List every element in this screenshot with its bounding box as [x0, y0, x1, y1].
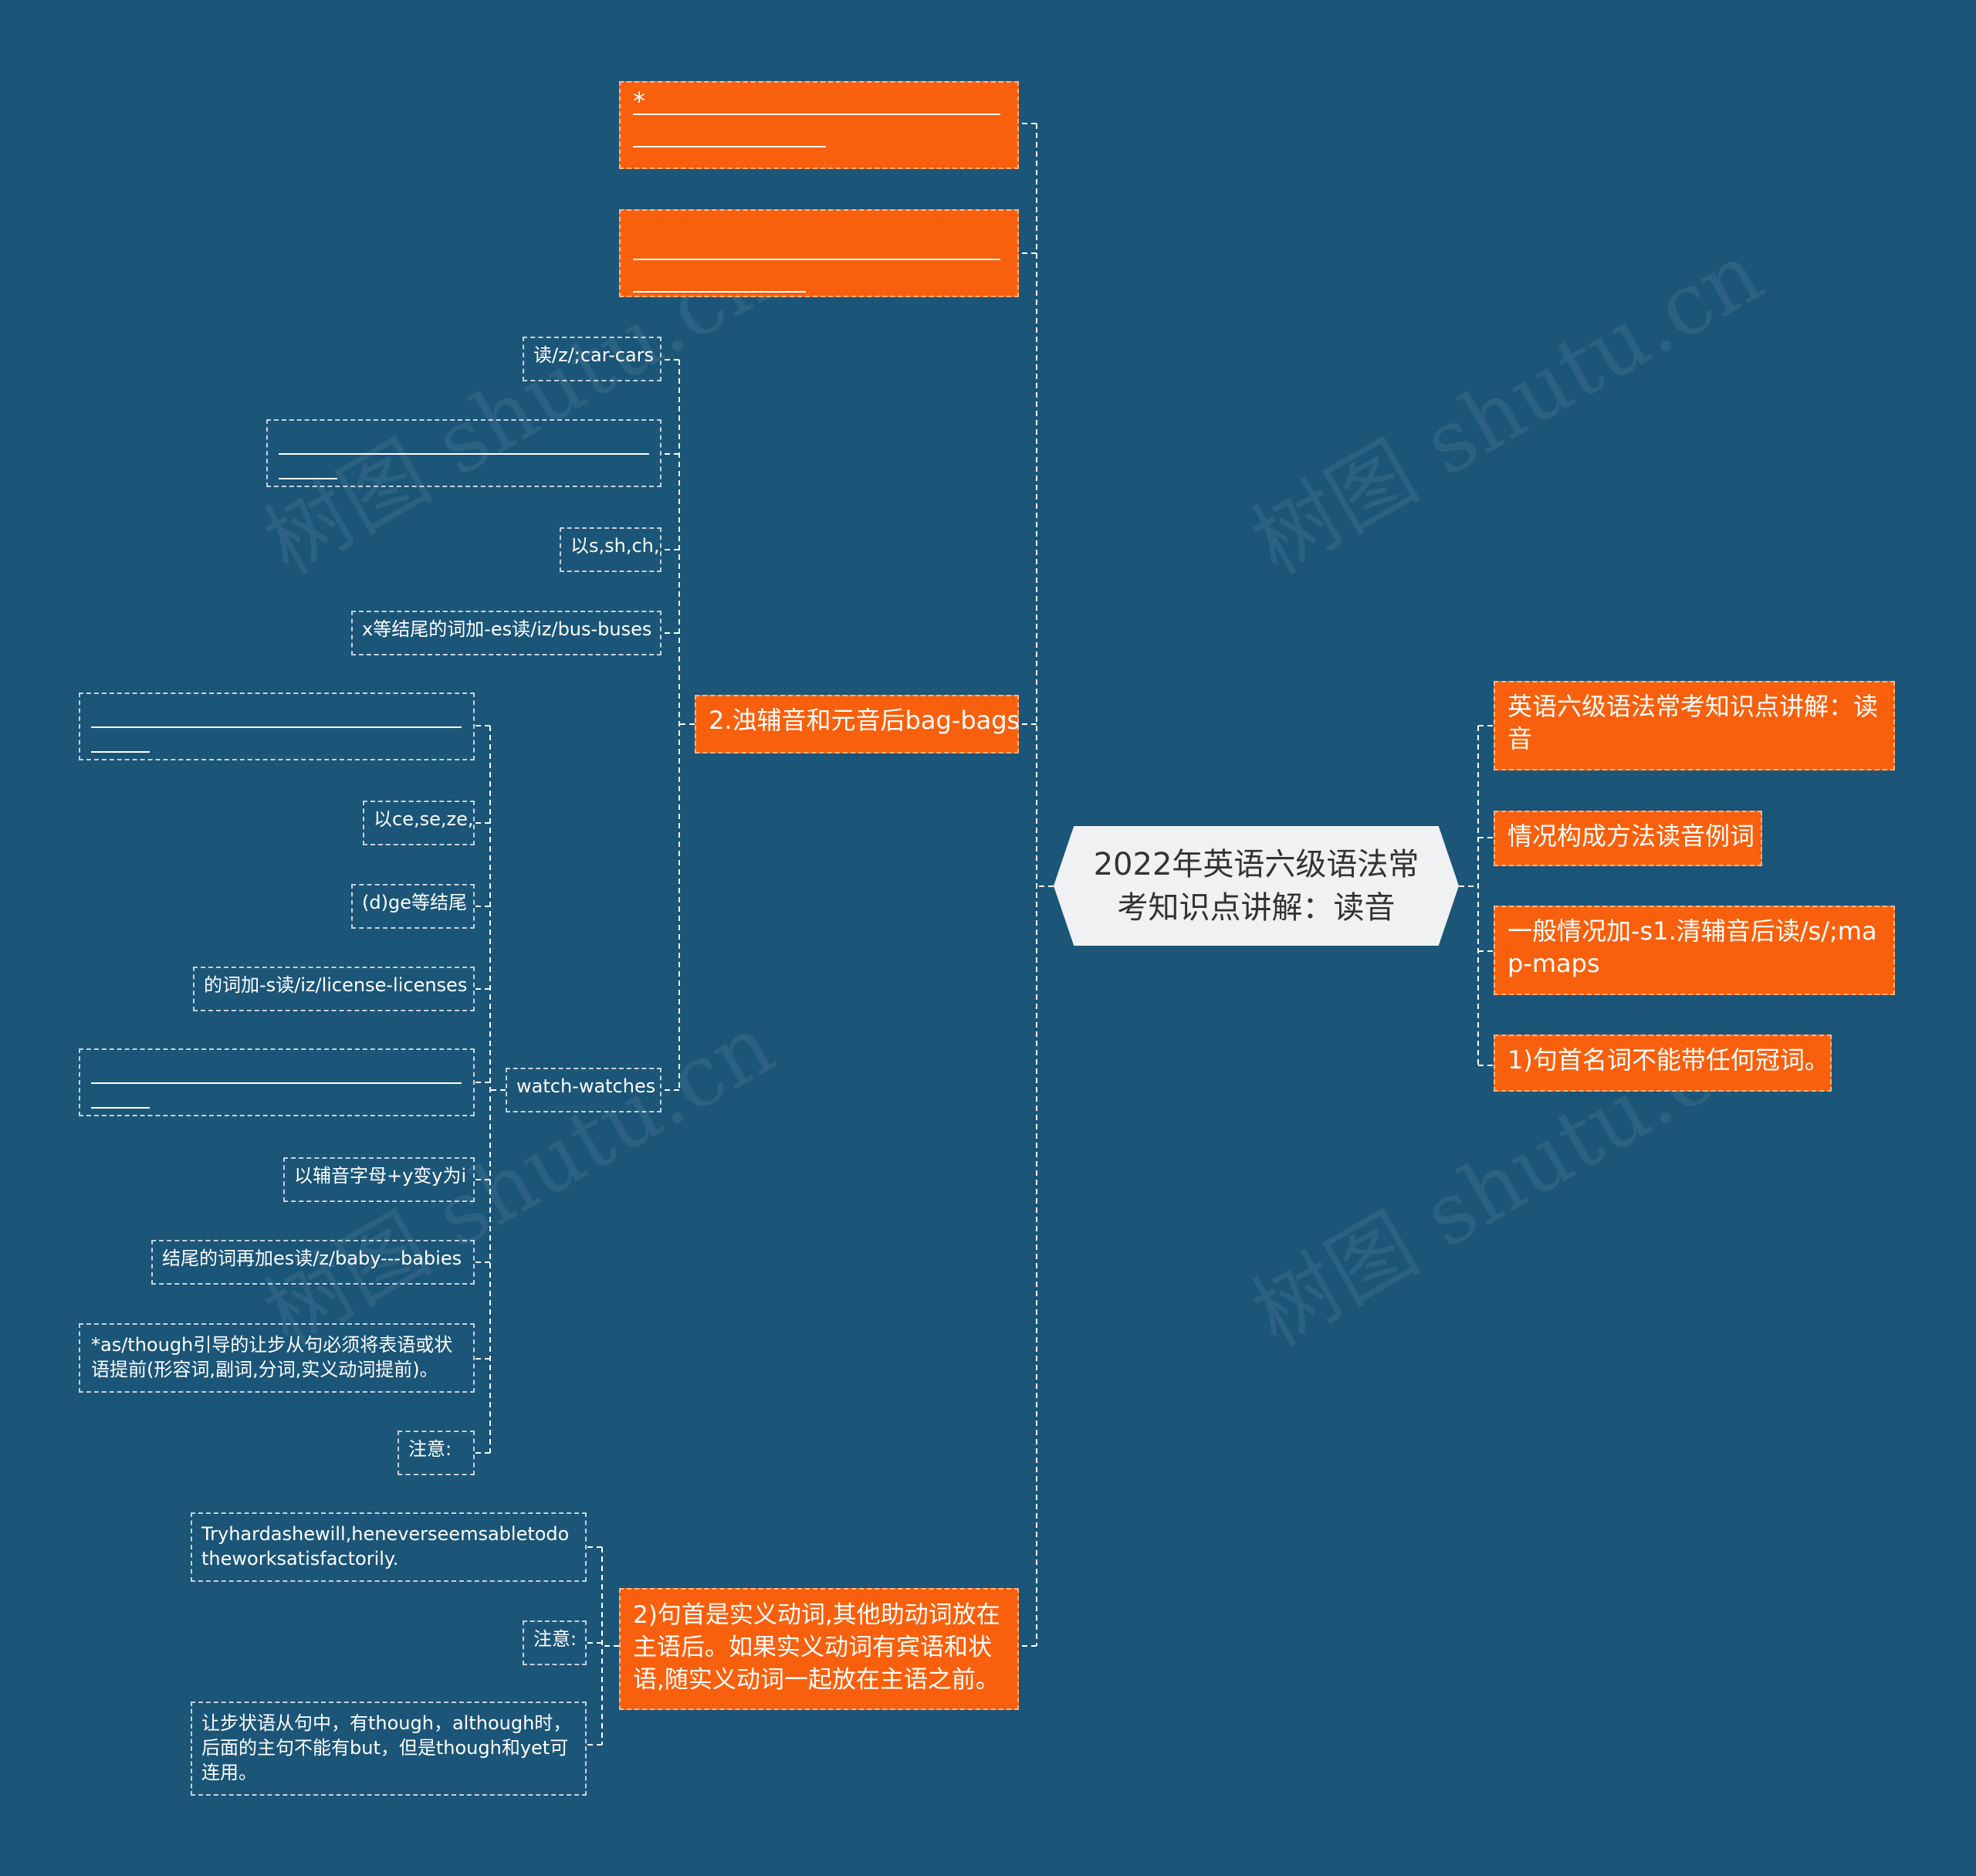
blank-rule [633, 113, 1000, 115]
left-branch-voiced-consonant[interactable]: 2.浊辅音和元音后bag-bags [695, 695, 1020, 753]
blank-rule [91, 751, 150, 753]
blank-rule [633, 259, 1000, 260]
leaf-baby-babies[interactable]: 结尾的词再加es读/z/baby---babies [151, 1240, 475, 1285]
leaf-example-sentence[interactable]: Tryhardashewill,heneverseemsabletodothew… [191, 1512, 587, 1582]
blank-rule [91, 1107, 150, 1109]
blank-rule [91, 726, 462, 728]
blank-rule [633, 146, 826, 147]
left-branch-star: * [633, 86, 645, 116]
left-branch-blank-2[interactable] [619, 209, 1019, 297]
leaf-as-though[interactable]: *as/though引导的让步从句必须将表语或状语提前(形容词,副词,分词,实义… [79, 1323, 475, 1393]
leaf-dge-ending[interactable]: (d)ge等结尾 [351, 884, 475, 929]
blank-rule [633, 291, 806, 293]
leaf-note-2[interactable]: 注意: [523, 1620, 587, 1665]
leaf-blank-2[interactable] [79, 692, 475, 760]
right-branch-title[interactable]: 英语六级语法常考知识点讲解：读音 [1494, 681, 1895, 770]
leaf-s-sh-ch[interactable]: 以s,sh,ch, [560, 527, 661, 572]
leaf-car-cars[interactable]: 读/z/;car-cars [523, 337, 661, 381]
root-topic[interactable]: 2022年英语六级语法常考知识点讲解：读音 [1054, 826, 1459, 946]
leaf-concession-clause[interactable]: 让步状语从句中，有though，although时，后面的主句不能有but，但是… [191, 1702, 587, 1796]
leaf-blank-3[interactable] [79, 1048, 475, 1116]
leaf-consonant-y[interactable]: 以辅音字母+y变y为i [283, 1157, 475, 1202]
blank-rule [279, 453, 649, 455]
leaf-note-1[interactable]: 注意: [398, 1431, 475, 1475]
leaf-license-licenses[interactable]: 的词加-s读/iz/license-licenses [193, 967, 475, 1011]
leaf-watch-watches[interactable]: watch-watches [506, 1068, 661, 1112]
blank-rule [279, 478, 337, 479]
left-branch-verb-first[interactable]: 2)句首是实义动词,其他助动词放在主语后。如果实义动词有宾语和状语,随实义动词一… [619, 1588, 1019, 1710]
leaf-blank-1[interactable] [266, 419, 661, 487]
right-branch-general-rule[interactable]: 一般情况加-s1.清辅音后读/s/;map-maps [1494, 906, 1895, 995]
right-branch-noun-rule[interactable]: 1)句首名词不能带任何冠词。 [1494, 1035, 1832, 1092]
blank-rule [91, 1082, 462, 1084]
leaf-bus-buses[interactable]: x等结尾的词加-es读/iz/bus-buses [351, 611, 661, 655]
leaf-ce-se-ze[interactable]: 以ce,se,ze, [363, 801, 475, 845]
right-branch-header[interactable]: 情况构成方法读音例词 [1494, 811, 1762, 866]
left-branch-blank-1[interactable]: * [619, 81, 1019, 169]
